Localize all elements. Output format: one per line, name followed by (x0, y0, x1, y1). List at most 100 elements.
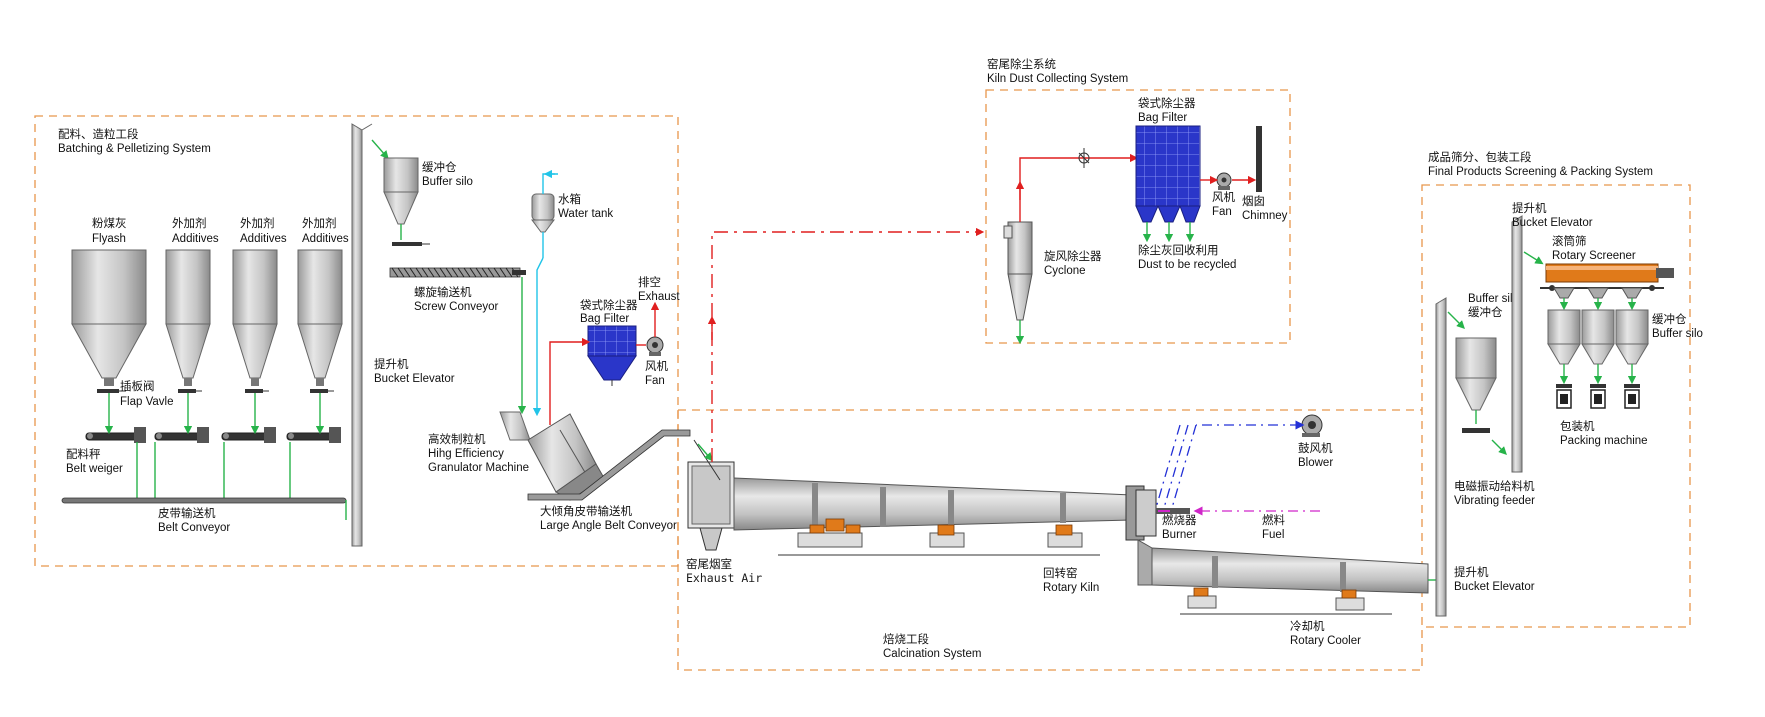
zone-calcination-title-zh: 焙烧工段 (883, 632, 929, 646)
buffer-silo-2-label-en: Buffer silo (1468, 293, 1519, 305)
additives-1-label-en: Additives (172, 233, 219, 245)
large-angle-belt-conveyor (527, 429, 691, 501)
buffer-silo-1-label-zh: 缓冲仓 (422, 160, 457, 174)
rotary-screener-label-zh: 滚筒筛 (1552, 234, 1587, 248)
buffer-silo-3 (1547, 309, 1649, 365)
rotary-cooler-label-en: Rotary Cooler (1290, 635, 1361, 647)
packing-machine-label-zh: 包装机 (1560, 419, 1595, 433)
rotary-cooler-label-zh: 冷却机 (1290, 619, 1325, 633)
fan-2-label-zh: 风机 (1212, 190, 1235, 204)
fan-2-label-en: Fan (1212, 206, 1232, 218)
belt-conveyor-label-zh: 皮带输送机 (158, 506, 216, 520)
screw-conveyor (389, 267, 526, 278)
granulator-label-en-1: Hihg Efficiency (428, 448, 504, 460)
rotary-kiln-label-en: Rotary Kiln (1043, 582, 1099, 594)
zone-calcination-border (677, 409, 1423, 671)
buffer-3-to-packing-flow (1559, 364, 1637, 385)
exhaust-air-label-en: Exhaust Air (686, 571, 762, 585)
buffer-silo-1-label-en: Buffer silo (422, 176, 473, 188)
buffer-silo-3-label-zh: 缓冲仓 (1652, 312, 1687, 326)
belt-weighers (85, 427, 341, 443)
buffer-silo-1 (383, 157, 430, 246)
water-tank-label-zh: 水箱 (558, 192, 581, 206)
fan-1-label-en: Fan (645, 375, 665, 387)
flap-valve-label-zh: 插板阀 (120, 379, 155, 393)
air-flow (1155, 420, 1305, 509)
elevator-to-buffer-flow (371, 139, 389, 160)
additives-1-label-zh: 外加剂 (172, 216, 207, 230)
kiln-gas-flow (707, 227, 985, 462)
blower (1301, 414, 1323, 437)
zone-final-products-title-en: Final Products Screening & Packing Syste… (1428, 166, 1653, 178)
flap-valves (97, 389, 334, 393)
rotary-kiln-label-zh: 回转窑 (1043, 566, 1078, 580)
blower-label-zh: 鼓风机 (1298, 441, 1333, 455)
silo-discharge-flows (104, 393, 325, 498)
fan-1-label-zh: 风机 (645, 359, 668, 373)
zone-kiln-dust-border (985, 89, 1291, 344)
zone-batching-title-zh: 配料、造粒工段 (58, 127, 139, 141)
feeder-to-elevator-flow (1491, 439, 1507, 455)
rotary-cooler (1137, 539, 1429, 615)
additives-silo-2 (232, 249, 278, 386)
bag-filter-1 (587, 325, 637, 386)
bucket-elevator-3 (1435, 297, 1447, 617)
buffer-silo-2 (1455, 337, 1497, 433)
buffer-silo-2-label-zh: 缓冲仓 (1468, 305, 1503, 319)
exhaust-air-label-zh: 窑尾烟室 (686, 557, 732, 571)
elevator-3-to-buffer-flow (1447, 311, 1465, 329)
additives-2-label-en: Additives (240, 233, 287, 245)
chimney-label-en: Chimney (1242, 210, 1288, 222)
zone-calcination-title-en: Calcination System (883, 648, 981, 660)
rotary-kiln (733, 477, 1133, 556)
bag-filter-2-discharge-flow (1142, 222, 1195, 243)
kiln-smoke-chamber (687, 439, 735, 551)
bucket-elevator-1-label-en: Bucket Elevator (374, 373, 455, 385)
belt-conveyor-label-en: Belt Conveyor (158, 522, 230, 534)
additives-2-label-zh: 外加剂 (240, 216, 275, 230)
chimney (1256, 126, 1262, 192)
bag-filter-2-label-en: Bag Filter (1138, 112, 1187, 124)
rotary-screener-label-en: Rotary Screener (1552, 250, 1636, 262)
bucket-elevator-2 (1511, 215, 1523, 473)
large-angle-conveyor-label-zh: 大倾角皮带输送机 (540, 504, 632, 518)
zone-final-products-title-zh: 成品筛分、包装工段 (1428, 150, 1532, 164)
zone-batching-title-en: Batching & Pelletizing System (58, 143, 211, 155)
belt-weigher-label-zh: 配料秤 (66, 447, 101, 461)
feed-to-kiln-flow (697, 443, 713, 462)
burner-label-en: Burner (1162, 529, 1197, 541)
packing-machines (1556, 384, 1640, 409)
zone-final-products-border (1421, 184, 1691, 628)
kiln-head (1125, 485, 1157, 541)
fan-1 (646, 336, 664, 356)
zone-kiln-dust-title-zh: 窑尾除尘系统 (987, 57, 1056, 71)
flyash-label-zh: 粉煤灰 (92, 216, 127, 230)
fuel-label-zh: 燃料 (1262, 513, 1285, 527)
dust-recycled-label-en: Dust to be recycled (1138, 259, 1236, 271)
exhaust-label-en: Exhaust (638, 291, 680, 303)
bag-filter-2 (1135, 125, 1201, 223)
belt-conveyor (61, 497, 347, 504)
bag-filter-2-label-zh: 袋式除尘器 (1138, 96, 1196, 110)
flap-valve-label-en: Flap Vavle (120, 396, 173, 408)
screw-conveyor-label-en: Screw Conveyor (414, 301, 499, 313)
screener-discharge-flow (1559, 298, 1637, 311)
granulator (499, 411, 605, 501)
zone-batching-border (34, 115, 679, 567)
screw-conveyor-label-zh: 螺旋输送机 (414, 285, 472, 299)
burner-label-zh: 燃烧器 (1162, 513, 1197, 527)
additives-3-label-zh: 外加剂 (302, 216, 337, 230)
additives-silo-1 (165, 249, 211, 386)
elevator-2-to-screener-flow (1523, 251, 1544, 265)
dust-recycled-label-zh: 除尘灰回收利用 (1138, 243, 1219, 257)
water-tank (531, 193, 555, 233)
granulator-label-en-2: Granulator Machine (428, 462, 529, 474)
bucket-elevator-3-label-zh: 提升机 (1454, 565, 1489, 579)
bucket-elevator-3-label-en: Bucket Elevator (1454, 581, 1535, 593)
large-angle-conveyor-label-en: Large Angle Belt Conveyor (540, 520, 677, 532)
bucket-elevator-2-label-zh: 提升机 (1512, 201, 1547, 215)
vibrating-feeder-label-zh: 电磁振动给料机 (1454, 479, 1535, 493)
chimney-label-zh: 烟囱 (1242, 194, 1265, 208)
rotary-screener (1540, 263, 1674, 299)
